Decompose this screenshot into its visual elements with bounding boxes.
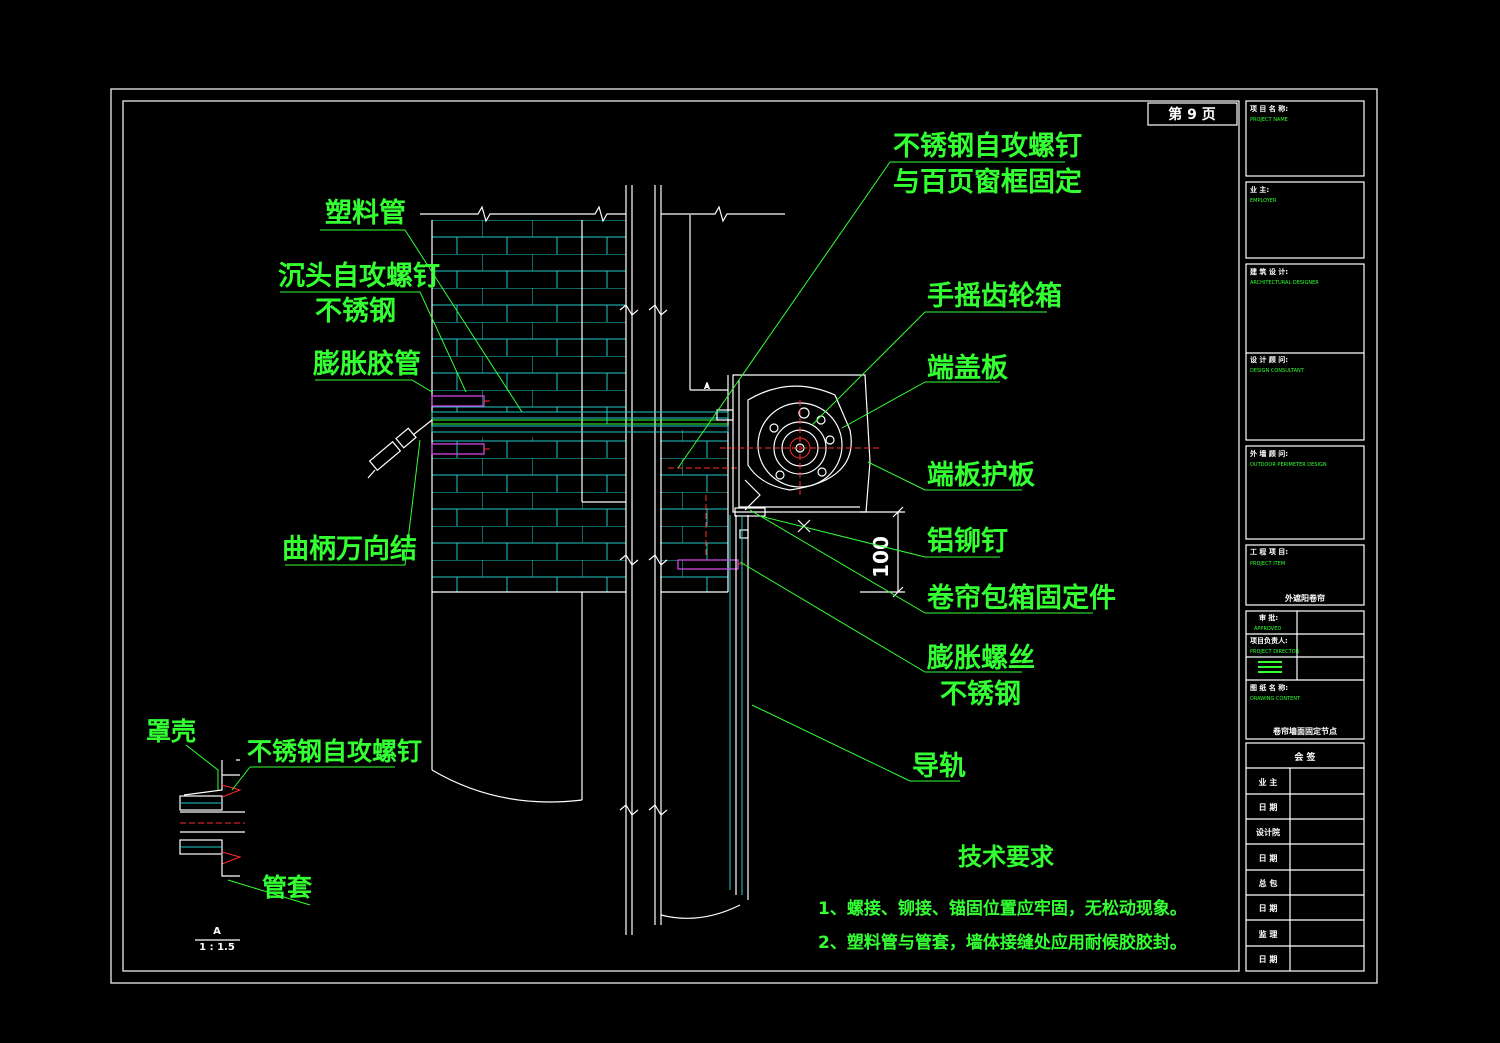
label-end-guard: 端板护板 bbox=[927, 460, 1035, 491]
tb-drawing-value: 卷帘墙面固定节点 bbox=[1272, 726, 1337, 736]
tb-project-label: 项 目 名 称: bbox=[1250, 104, 1288, 113]
tb-owner-label: 业 主: bbox=[1250, 185, 1269, 194]
outer-frame bbox=[110, 88, 1378, 984]
tb-drawing-sub: DRAWING CONTENT bbox=[1250, 696, 1301, 702]
label-rivet: 铝铆钉 bbox=[927, 526, 1008, 557]
tech-item-1: 1、螺接、铆接、锚固位置应牢固，无松动现象。 bbox=[818, 898, 1187, 919]
tb-drawing-label: 图 纸 名 称: bbox=[1250, 683, 1288, 692]
dimension-label: 100 bbox=[869, 536, 893, 578]
dimension-100 bbox=[860, 506, 905, 598]
tb-approve-label: 审 批: bbox=[1259, 613, 1278, 622]
crank-joint bbox=[367, 419, 433, 479]
label-box-fixer: 卷帘包箱固定件 bbox=[927, 582, 1116, 614]
tb-consult-label: 设 计 顾 问: bbox=[1250, 355, 1288, 364]
title-block bbox=[1245, 100, 1365, 972]
tb-director-sub: PROJECT DIRECTOR bbox=[1250, 649, 1300, 655]
tb-sign-row: 总 包 bbox=[1259, 878, 1278, 888]
page-label: 第 9 页 bbox=[1168, 106, 1216, 123]
label-countersunk-screw-material: 不锈钢 bbox=[315, 296, 396, 327]
label-countersunk-screw: 沉头自攻螺钉 bbox=[278, 260, 440, 292]
tb-facade-sub: OUTDOOR PERIMETER DESIGN bbox=[1250, 462, 1327, 468]
tb-proj-item-sub: PROJECT ITEM bbox=[1250, 561, 1285, 567]
guide-rail bbox=[729, 515, 749, 900]
tb-director-label: 项目负责人: bbox=[1250, 636, 1288, 645]
label-detail-shell: 罩壳 bbox=[146, 717, 196, 746]
tb-proj-item-value: 外遮阳卷帘 bbox=[1285, 593, 1325, 603]
label-guide-rail: 导轨 bbox=[912, 750, 966, 782]
label-expansion-bolt-material: 不锈钢 bbox=[940, 679, 1021, 710]
label-detail-screw: 不锈钢自攻螺钉 bbox=[247, 737, 422, 766]
tb-sign-row: 设计院 bbox=[1256, 827, 1280, 837]
tb-sign-row: 监 理 bbox=[1259, 929, 1278, 939]
label-expansion-rubber: 膨胀胶管 bbox=[313, 348, 421, 380]
detail-a bbox=[179, 744, 395, 941]
label-plastic-pipe: 塑料管 bbox=[325, 198, 406, 229]
inner-frame bbox=[122, 100, 1240, 972]
label-crank-joint: 曲柄万向结 bbox=[282, 533, 417, 565]
tb-sign-header: 会 签 bbox=[1294, 751, 1316, 763]
tb-arch-sub: ARCHITECTURAL DESIGNER bbox=[1250, 280, 1319, 286]
page-label-box bbox=[1147, 102, 1238, 126]
section-mark: A bbox=[704, 382, 711, 391]
tb-project-sub: PROJECT NAME bbox=[1250, 117, 1288, 123]
tb-arch-label: 建 筑 设 计: bbox=[1250, 267, 1288, 276]
roller-box bbox=[706, 374, 880, 539]
tb-owner-sub: EMPLOYER bbox=[1250, 198, 1277, 204]
tb-sign-row: 日 期 bbox=[1259, 954, 1278, 964]
label-expansion-bolt: 膨胀螺丝 bbox=[927, 643, 1035, 674]
tech-item-2: 2、塑料管与管套，墙体接缝处应用耐候胶胶封。 bbox=[818, 932, 1187, 953]
tb-sign-row: 业 主 bbox=[1259, 777, 1278, 787]
label-ss-screw-top-purpose: 与百页窗框固定 bbox=[893, 166, 1082, 198]
label-gearbox: 手摇齿轮箱 bbox=[927, 280, 1062, 312]
detail-scale: 1 : 1.5 bbox=[199, 942, 235, 953]
leader-lines bbox=[280, 161, 1093, 782]
tb-sign-row: 日 期 bbox=[1259, 802, 1278, 812]
tb-sign-row: 日 期 bbox=[1259, 903, 1278, 913]
tech-title: 技术要求 bbox=[958, 843, 1054, 871]
label-end-cover: 端盖板 bbox=[927, 353, 1008, 384]
detail-mark: A bbox=[213, 926, 221, 937]
tb-facade-label: 外 墙 顾 问: bbox=[1250, 449, 1288, 458]
label-ss-screw-top: 不锈钢自攻螺钉 bbox=[893, 130, 1082, 162]
tb-proj-item-label: 工 程 项 目: bbox=[1250, 547, 1288, 556]
label-detail-sleeve: 管套 bbox=[262, 873, 313, 902]
wall-section bbox=[420, 185, 785, 935]
tb-consult-sub: DESIGN CONSULTANT bbox=[1250, 368, 1305, 374]
tb-approve-sub: APPROVED bbox=[1254, 626, 1281, 632]
tb-sign-row: 日 期 bbox=[1259, 853, 1278, 863]
